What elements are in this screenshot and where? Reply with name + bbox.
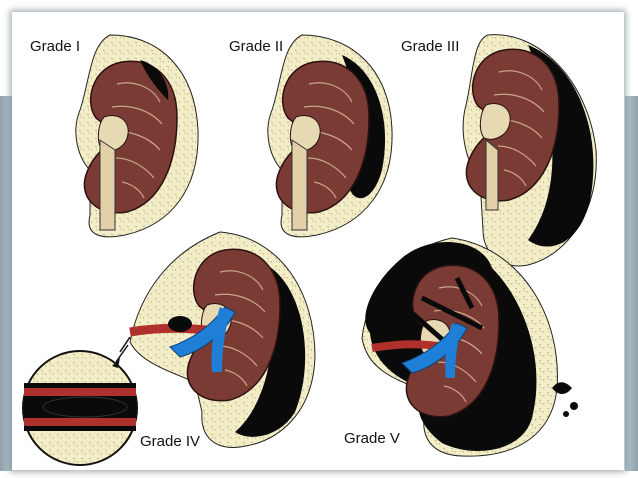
deep-laceration-hematoma bbox=[528, 45, 594, 247]
left-frame-band bbox=[0, 96, 13, 471]
vessel-thrombus-inset bbox=[22, 344, 138, 466]
grade-1-illustration bbox=[75, 34, 199, 238]
grade-3-illustration bbox=[462, 34, 597, 267]
grade-5-label: Grade V bbox=[344, 430, 400, 447]
grade-2-label: Grade II bbox=[229, 38, 284, 55]
grade-2-illustration bbox=[267, 34, 393, 238]
grade-5-illustration bbox=[361, 237, 578, 457]
grade-3-label: Grade III bbox=[401, 38, 460, 55]
subcapsular-hematoma bbox=[140, 60, 169, 100]
grade-1-label: Grade I bbox=[30, 38, 81, 55]
grade-4-label: Grade IV bbox=[140, 433, 201, 450]
right-frame-band bbox=[625, 96, 638, 471]
grade-4-illustration bbox=[119, 231, 316, 448]
